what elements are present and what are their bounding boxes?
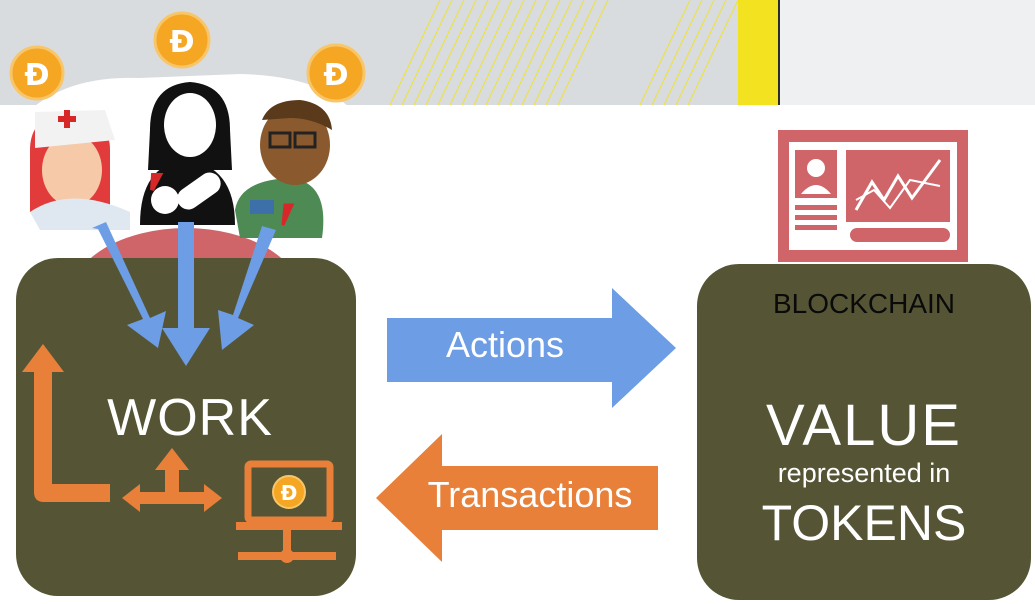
svg-text:Đ: Đ: [24, 58, 49, 93]
actions-arrow: [387, 288, 676, 408]
distribute-arrow: [122, 448, 222, 512]
coin-icon: Đ: [153, 11, 211, 69]
blockchain-box: [697, 264, 1031, 600]
coin-icon: Đ: [9, 45, 65, 101]
light-wall: [780, 0, 1035, 105]
coin-icon: Đ: [306, 43, 366, 103]
hatch-pattern: [389, 0, 739, 105]
actions-label: Actions: [445, 324, 565, 365]
tokens-label: TOKENS: [761, 495, 967, 551]
represented-label: represented in: [777, 458, 951, 488]
patient-icon: [140, 82, 235, 225]
yellow-wall: [738, 0, 778, 105]
work-label: WORK: [107, 389, 273, 447]
transactions-arrow: [376, 434, 658, 562]
transactions-label: Transactions: [427, 474, 633, 515]
dashboard-icon: [778, 130, 968, 262]
nurse-icon: [30, 110, 130, 230]
svg-text:Đ: Đ: [169, 25, 194, 60]
doctor-icon: [235, 100, 332, 238]
svg-text:Đ: Đ: [323, 58, 348, 93]
blockchain-label: BLOCKCHAIN: [772, 288, 956, 319]
input-arrows: [92, 222, 276, 366]
loop-arrow: [22, 344, 110, 502]
svg-text:Đ: Đ: [281, 481, 298, 505]
laptop-coin-icon: Đ: [236, 460, 342, 563]
value-label: VALUE: [766, 393, 962, 458]
